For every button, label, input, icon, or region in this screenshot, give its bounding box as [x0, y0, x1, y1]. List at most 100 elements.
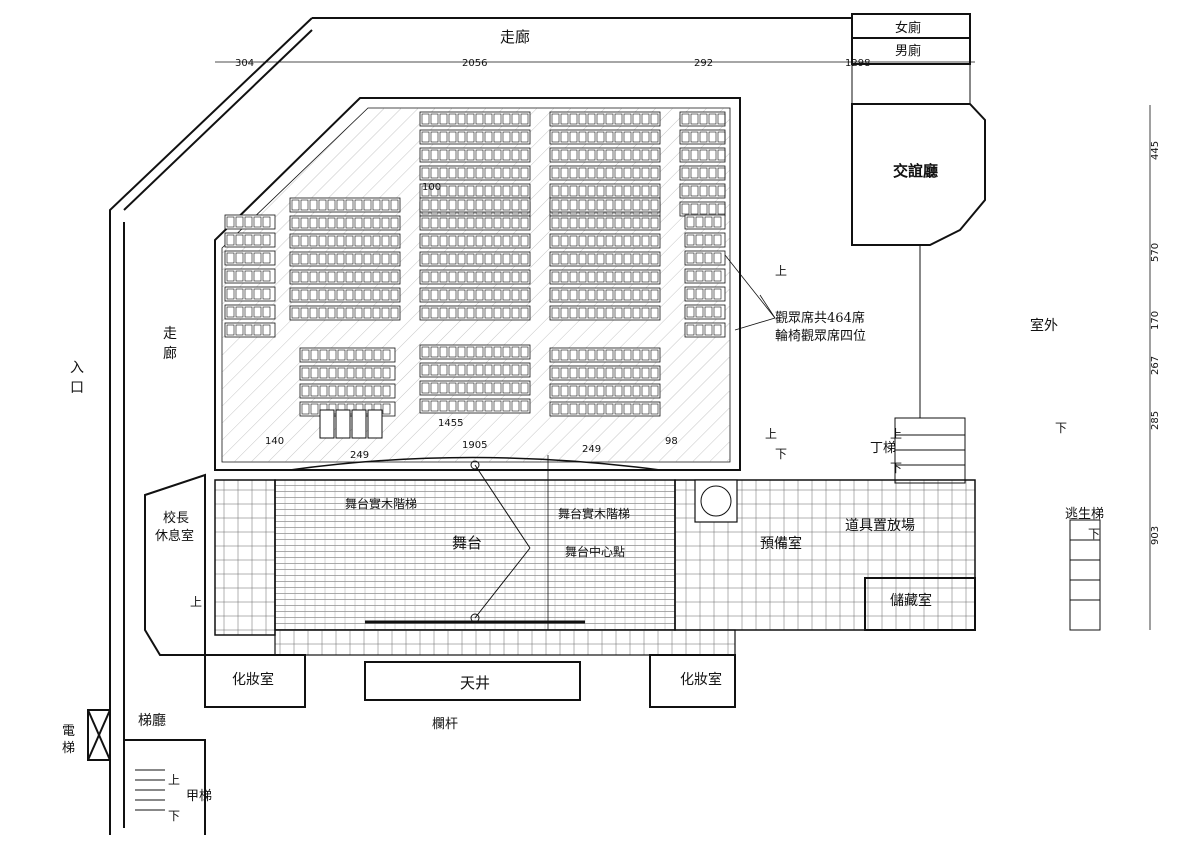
label-stair-a: 甲梯 — [186, 789, 212, 804]
label-stage: 舞台 — [452, 534, 482, 552]
label-stage-steps-right: 舞台實木階梯 — [558, 506, 630, 521]
label-escape-stair: 逃生梯 — [1065, 507, 1104, 522]
seat-row — [684, 304, 726, 320]
seat-row — [679, 147, 726, 163]
seat-row — [549, 147, 661, 163]
dim-top-1: 304 — [235, 58, 254, 69]
mark-up-stair-a: 上 — [168, 773, 180, 787]
seat-row — [299, 347, 396, 363]
label-stair-d: 丁梯 — [870, 441, 896, 456]
seat-row — [549, 129, 661, 145]
seat-row — [299, 383, 396, 399]
mark-down-right-1: 下 — [775, 447, 787, 461]
seat-row — [224, 304, 276, 320]
dim-inner-1905: 1905 — [462, 440, 487, 451]
label-elevator-1: 電 — [62, 724, 75, 739]
stair-hall-block — [87, 709, 206, 835]
right-stairs — [894, 245, 1101, 631]
seat-row — [549, 197, 661, 213]
seat-row — [289, 269, 401, 285]
dim-right-4: 267 — [1150, 356, 1161, 375]
seat-row — [679, 201, 726, 217]
seat-row — [549, 251, 661, 267]
wheelchair-space — [367, 409, 383, 439]
seat-row — [419, 380, 531, 396]
label-skylight: 天井 — [460, 674, 490, 692]
seat-row — [549, 365, 661, 381]
label-lounge: 交誼廳 — [893, 162, 938, 180]
dimension-lines — [215, 61, 1151, 630]
dim-top-3: 292 — [694, 58, 713, 69]
seat-row — [549, 287, 661, 303]
top-dimensions: 304 2056 292 1298 — [235, 58, 870, 69]
dim-inner-140: 140 — [265, 436, 284, 447]
dim-inner-100: 100 — [422, 182, 441, 193]
seat-row — [419, 197, 531, 213]
label-elevator-2: 梯 — [62, 741, 75, 756]
seat-row — [679, 165, 726, 181]
label-stage-steps-left: 舞台實木階梯 — [345, 496, 417, 511]
seat-row — [684, 232, 726, 248]
label-stair-hall: 梯廳 — [138, 712, 166, 729]
label-principal-2: 休息室 — [155, 528, 194, 544]
label-dressing-left: 化妝室 — [232, 671, 274, 688]
seat-row — [289, 305, 401, 321]
lounge-room — [851, 103, 986, 246]
seat-row — [299, 365, 396, 381]
seat-row — [549, 233, 661, 249]
dim-right-5: 285 — [1150, 411, 1161, 430]
dim-top-4: 1298 — [845, 58, 870, 69]
seat-row — [289, 251, 401, 267]
inner-dimensions: 1455 1905 249 249 100 140 98 — [265, 182, 678, 461]
seat-row — [549, 383, 661, 399]
mark-down-stair-d: 下 — [890, 461, 902, 475]
audience-seating — [224, 111, 726, 439]
right-dimensions: 445 570 170 267 285 903 — [1150, 141, 1161, 545]
seat-row — [224, 232, 276, 248]
seat-row — [419, 147, 531, 163]
seat-row — [679, 129, 726, 145]
dim-inner-98: 98 — [665, 436, 678, 447]
seat-row — [224, 214, 276, 230]
seat-row — [419, 398, 531, 414]
mark-down-stair-a: 下 — [168, 809, 180, 823]
stair-direction-marks: 上 上 下 上 下 下 下 上 上 下 — [168, 264, 1100, 823]
backstage-rooms — [144, 473, 976, 708]
wheelchair-space — [335, 409, 351, 439]
seat-row — [419, 251, 531, 267]
seat-row — [289, 287, 401, 303]
mark-down-escape-2: 下 — [1088, 527, 1100, 541]
label-principal-1: 校長 — [163, 510, 189, 526]
seat-row — [419, 305, 531, 321]
label-railing: 欄杆 — [432, 716, 458, 732]
seat-row — [679, 111, 726, 127]
wheelchair-space — [351, 409, 367, 439]
seat-row — [549, 305, 661, 321]
label-womens-restroom: 女廁 — [895, 20, 921, 36]
dim-right-3: 170 — [1150, 311, 1161, 330]
seat-row — [684, 214, 726, 230]
wheelchair-space — [319, 409, 335, 439]
seat-row — [684, 268, 726, 284]
seat-row — [224, 250, 276, 266]
seat-row — [419, 215, 531, 231]
seat-row — [684, 322, 726, 338]
dim-right-6: 903 — [1150, 526, 1161, 545]
seat-row — [549, 183, 661, 199]
seat-row — [549, 111, 661, 127]
mark-down-escape-1: 下 — [1055, 421, 1067, 435]
seat-row — [224, 286, 276, 302]
mark-up-lounge: 上 — [775, 264, 787, 278]
label-storage-room: 儲藏室 — [890, 592, 932, 609]
stage-area — [274, 455, 676, 631]
label-props-area: 道具置放場 — [845, 518, 915, 534]
seat-row — [419, 233, 531, 249]
label-entrance-1: 入 — [70, 360, 84, 376]
seat-row — [549, 347, 661, 363]
label-dressing-right: 化妝室 — [680, 671, 722, 688]
seat-row — [549, 215, 661, 231]
dim-inner-249-right: 249 — [582, 444, 601, 455]
seating-note-line1: 觀眾席共464席 — [775, 310, 865, 326]
label-outdoor: 室外 — [1030, 317, 1058, 334]
restroom-block — [851, 13, 971, 105]
